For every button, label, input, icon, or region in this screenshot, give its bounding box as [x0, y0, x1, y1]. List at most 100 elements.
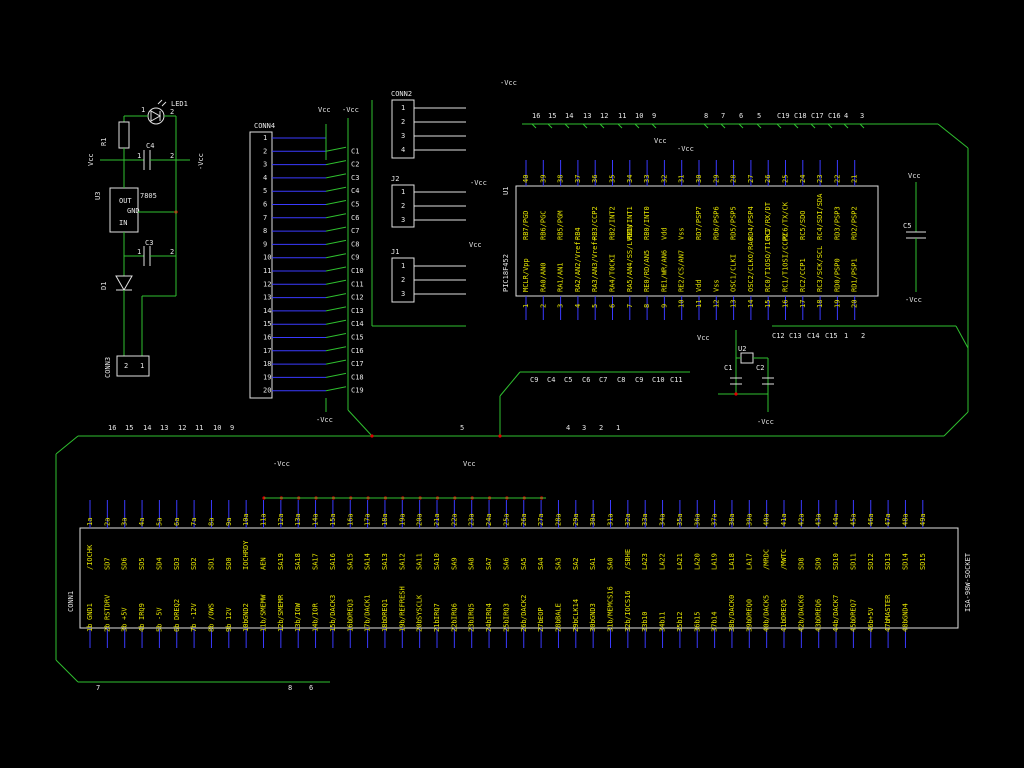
u1-bottom-net-label: C15 — [825, 332, 838, 340]
u1-top-pin-name: RD2/PSP2 — [851, 206, 859, 240]
u1-bottom-pin-num: 10 — [678, 300, 686, 308]
led1-pin2: 2 — [170, 108, 174, 116]
u1-top-net-label: C17 — [811, 112, 824, 120]
isa-bottom-pin-name: +5V — [867, 607, 875, 620]
isa-bottom-pin-num: 20b — [416, 619, 424, 632]
isa-bottom-pin-name: /SMEMW — [260, 594, 268, 620]
isa-negvcc-top: -Vcc — [273, 460, 290, 468]
isa-bottom-pin-num: 37b — [711, 619, 719, 632]
u1-bottom-pin-name: Vdd — [695, 279, 703, 292]
isa-bottom-pin-name: BALE — [554, 603, 562, 620]
isa-bottom-pin-num: 44b — [832, 619, 840, 632]
isa-top-net-label: 1 — [616, 424, 620, 432]
isa-top-pin-num: 38a — [728, 513, 736, 526]
u1-top-pin-name: RB2/INT2 — [609, 206, 617, 240]
isa-top-pin-num: 18a — [381, 513, 389, 526]
j1-pins-num: 1 — [401, 262, 405, 270]
u3-part-label: 7805 — [140, 192, 157, 200]
isa-bottom-pin-name: /MEMCS16 — [607, 586, 615, 620]
u1-bottom-pin-num: 7 — [626, 304, 634, 308]
isa-top-pin-name: SD0 — [225, 557, 233, 570]
conn3-pin1: 1 — [140, 362, 144, 370]
u1-top-net-label: 3 — [860, 112, 864, 120]
isa-top-pin-num: 35a — [676, 513, 684, 526]
u3-in-label: IN — [119, 219, 127, 227]
c4-pin2: 2 — [170, 152, 174, 160]
u1-top-net-label: 4 — [844, 112, 848, 120]
u1-bottom-pin-name: RA2/AN2/Vref- — [574, 237, 582, 292]
u1-top-pin-name: RD7/PSP7 — [695, 206, 703, 240]
u1-bottom-net-label: C6 — [582, 376, 590, 384]
isa-bottom-pin-num: 2b — [103, 624, 111, 632]
isa-top-pin-name: LA18 — [728, 553, 736, 570]
u1-top-bus-entry — [827, 123, 833, 129]
c3-pin2: 2 — [170, 248, 174, 256]
conn4-bus-entry — [325, 173, 347, 179]
u1-top-bus-entry — [617, 123, 623, 129]
isa-top-net-label: 2 — [599, 424, 603, 432]
isa-bottom-pin-name: CLK14 — [572, 599, 580, 620]
isa-bottom-pin-name: /IOCS16 — [624, 590, 632, 620]
isa-bottom-pin-num: 43b — [815, 619, 823, 632]
conn4-bus-entry — [325, 253, 347, 259]
u1-top-bus-entry — [703, 123, 709, 129]
isa-top-pin-num: 43a — [815, 513, 823, 526]
u1-top-net-label: 7 — [721, 112, 725, 120]
isa-bottom-pin-name: +5V — [121, 607, 129, 620]
isa-bottom-pin-name: DREQ1 — [381, 599, 389, 620]
isa-top-pin-name: SD3 — [173, 557, 181, 570]
isa-top-pin-num: 21a — [433, 513, 441, 526]
isa-bottom-pin-name: DREQ3 — [346, 599, 354, 620]
isa-bottom-pin-name: /DACK1 — [364, 595, 372, 620]
isa-bottom-pin-name: 11 — [659, 612, 667, 620]
c5-label: C5 — [903, 222, 911, 230]
u1-top-pin-name: Vdd — [660, 227, 668, 240]
u1-top-pin-num: 28 — [730, 175, 738, 183]
u1-bottom-pin-name: RC0/T1OSO/T1CKI — [764, 229, 772, 292]
u1-top-bus-entry — [582, 123, 588, 129]
j2-pins-num: 3 — [401, 216, 405, 224]
j2-connector: J2 123 -Vcc — [391, 175, 487, 228]
conn4-pin-num: 10 — [263, 254, 271, 262]
isa-top-pin-num: 49a — [919, 513, 927, 526]
conn4-net-label: C13 — [351, 307, 364, 315]
isa-top-pin-num: 28a — [554, 513, 562, 526]
u1-bottom-net-label: C12 — [772, 332, 785, 340]
isa-top-net-label: 3 — [582, 424, 586, 432]
u1-bottom-net-label: C13 — [789, 332, 802, 340]
u3-gnd-label: GND — [127, 207, 140, 215]
isa-ref-label: CONN1 — [67, 591, 75, 612]
isa-bottom-pin-num: 31b — [607, 619, 615, 632]
isa-bottom-pin-name: /DACK5 — [763, 595, 771, 620]
isa-bottom-pin-num: 30b — [589, 619, 597, 632]
isa-bottom-pin-num: 29b — [572, 619, 580, 632]
isa-bottom-pin-name: GND3 — [589, 603, 597, 620]
u1-top-pin-num: 32 — [660, 175, 668, 183]
isa-top-pin-name: SD14 — [901, 553, 909, 570]
isa-bottom-pin-name: RSTDRV — [103, 594, 111, 620]
u1-top-pin-name: RD3/PSP3 — [833, 206, 841, 240]
u1-bottom-pin-name: OSC1/CLKI — [730, 254, 738, 292]
isa-bottom-pin-name: /DACK2 — [520, 595, 528, 620]
conn4-bus-entry — [325, 160, 347, 166]
isa-bottom-pin-name: 14 — [711, 612, 719, 620]
isa-top-pin-name: SD13 — [884, 553, 892, 570]
isa-top-net-label: 9 — [230, 424, 234, 432]
u1-bottom-pin-name: RE1/WR/AN6 — [660, 250, 668, 292]
conn4-pin-num: 3 — [263, 161, 267, 169]
u1-bottom-pin-name: RA3/AN3/Vref+ — [591, 237, 599, 292]
isa-bottom-pin-num: 38b — [728, 619, 736, 632]
isa-top-pin-name: AEN — [260, 557, 268, 570]
isa-top-pin-name: IOCHRDY — [242, 540, 250, 570]
isa-top-pin-num: 36a — [693, 513, 701, 526]
isa-top-pin-num: 34a — [659, 513, 667, 526]
isa-top-pin-num: 17a — [364, 513, 372, 526]
d1-diode: D1 — [100, 256, 133, 316]
isa-top-pin-num: 48a — [901, 513, 909, 526]
conn4-net-label: C11 — [351, 280, 364, 288]
c1-label: C1 — [724, 364, 732, 372]
conn4-negvcc-label: -Vcc — [342, 106, 359, 114]
u1-bottom-pin-name: RC2/CCP1 — [799, 258, 807, 292]
isa-top-pin-num: 26a — [520, 513, 528, 526]
isa-top-pin-name: SA2 — [572, 557, 580, 570]
